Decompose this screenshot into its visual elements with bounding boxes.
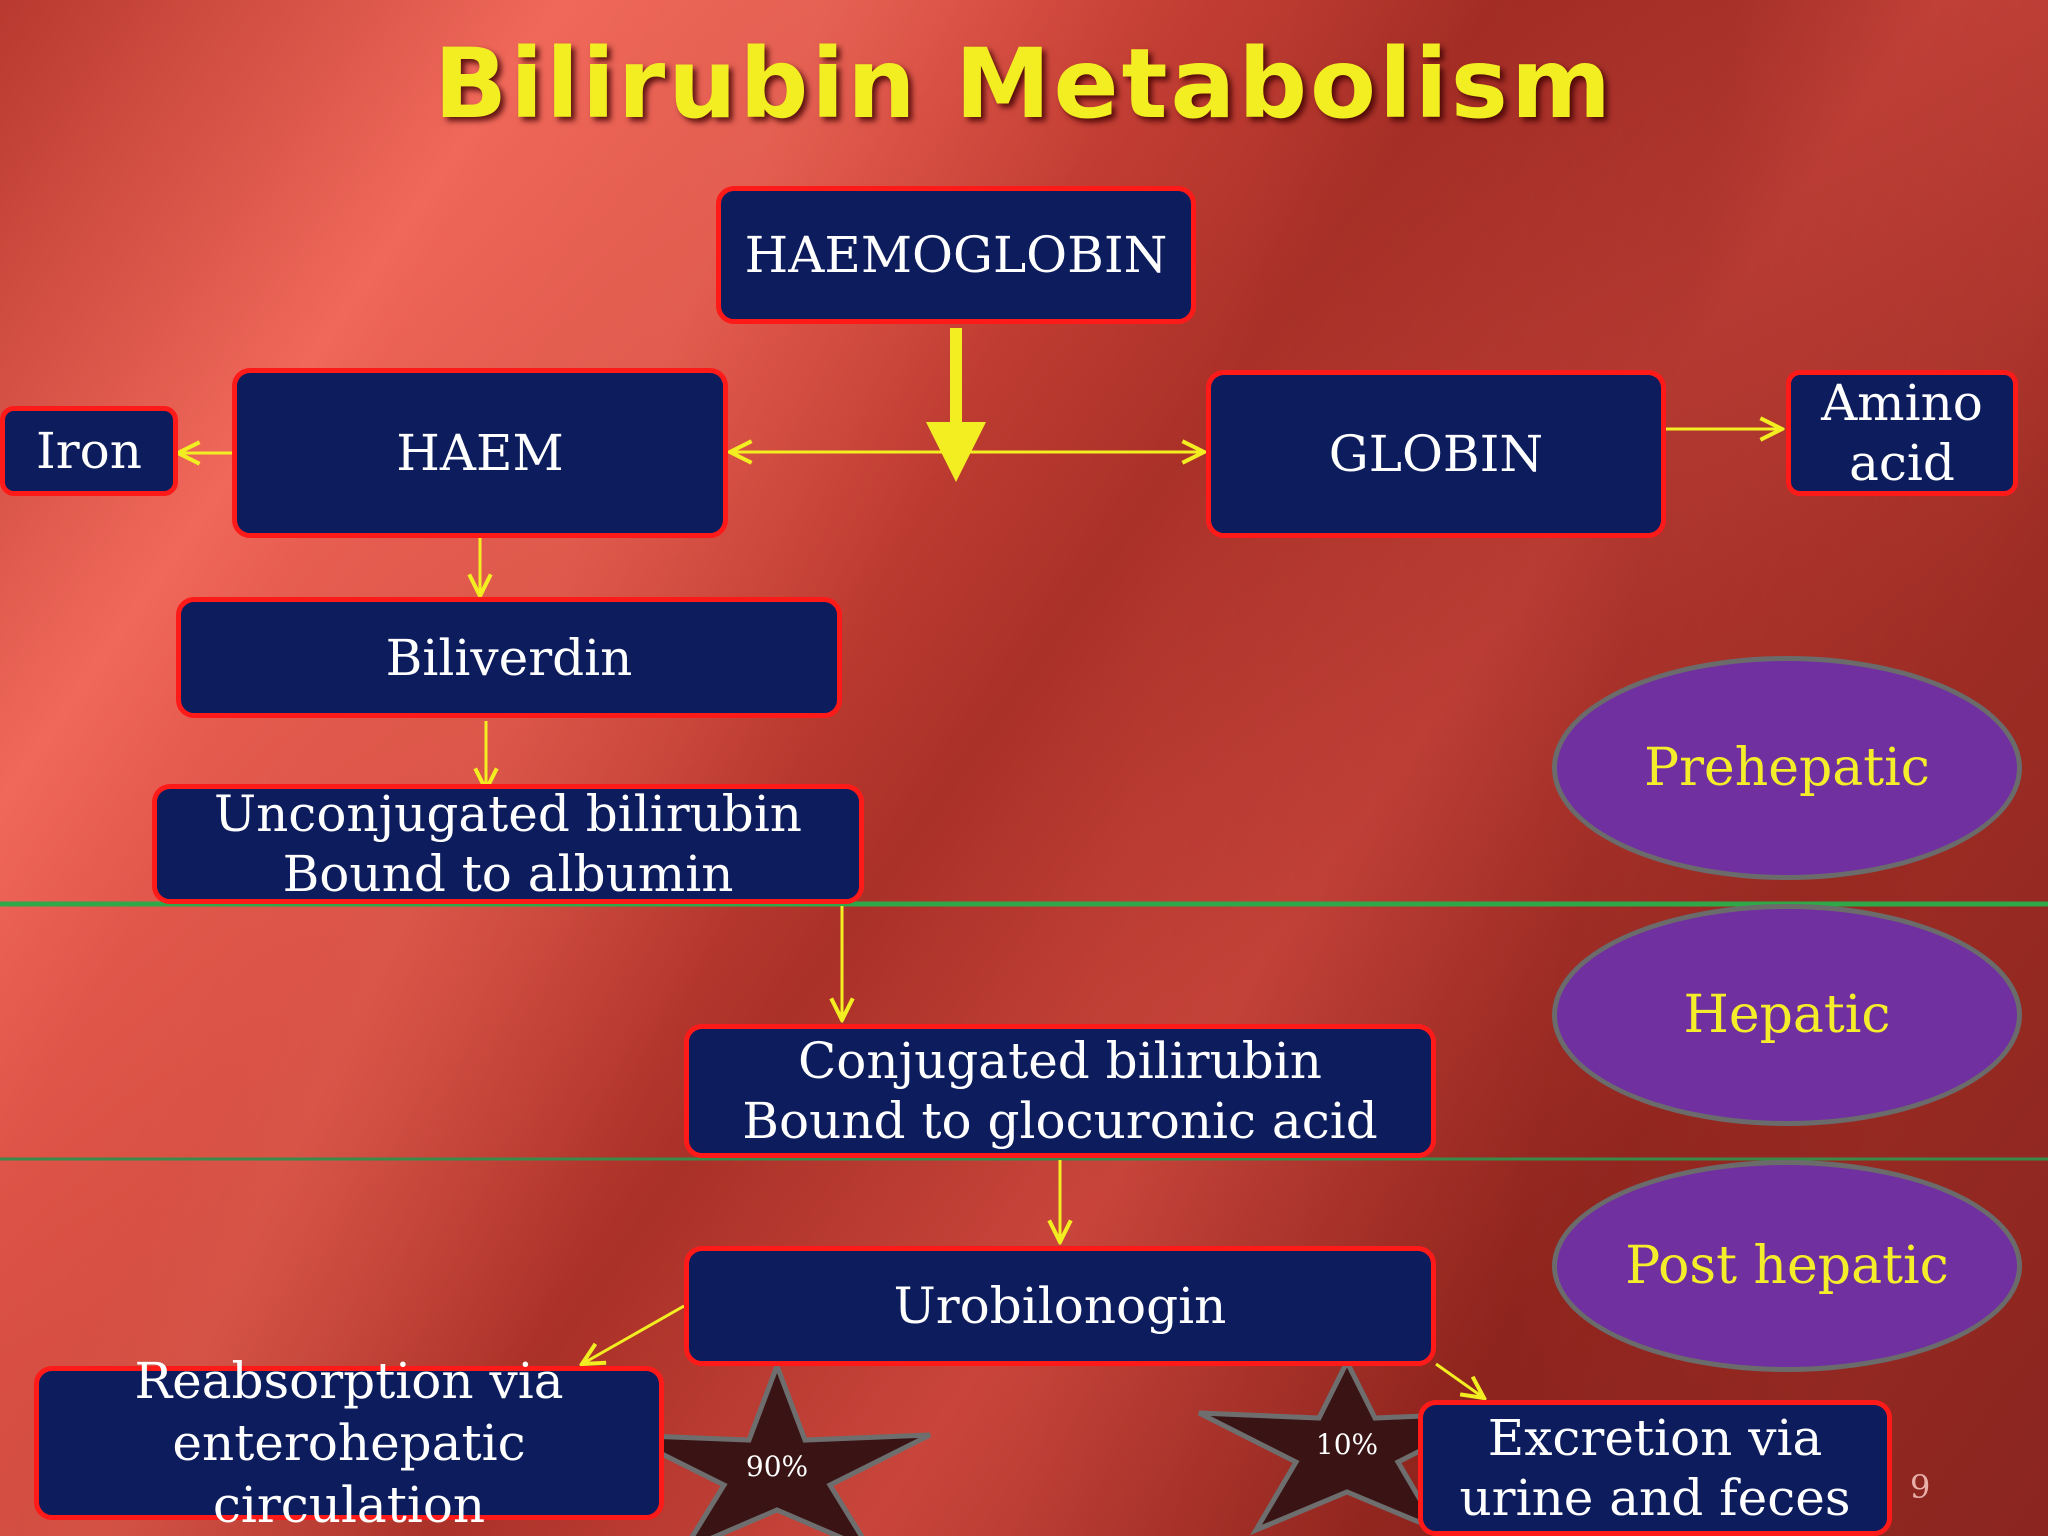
phase-hepatic: Hepatic: [1552, 904, 2022, 1126]
node-unconjugated-line1: Unconjugated bilirubin: [213, 785, 803, 843]
node-conjugated-line1: Conjugated bilirubin: [798, 1032, 1322, 1090]
page-number: 9: [1910, 1468, 1931, 1506]
phase-hepatic-label: Hepatic: [1683, 985, 1891, 1045]
node-globin: GLOBIN: [1206, 370, 1666, 538]
node-amino-acid-line1: Amino: [1821, 374, 1983, 432]
node-biliverdin: Biliverdin: [176, 597, 842, 718]
node-haemoglobin: HAEMOGLOBIN: [716, 186, 1196, 324]
star-90-percent: [622, 1358, 932, 1536]
arrow-urobilonogin-reabsorption: [582, 1304, 685, 1364]
node-amino-acid: Amino acid: [1786, 370, 2018, 496]
node-amino-acid-line2: acid: [1849, 434, 1955, 492]
node-conjugated-line2: Bound to glocuronic acid: [742, 1092, 1378, 1150]
phase-post-hepatic: Post hepatic: [1552, 1160, 2022, 1372]
node-unconjugated-bilirubin: Unconjugated bilirubin Bound to albumin: [152, 784, 864, 904]
phase-prehepatic-label: Prehepatic: [1644, 738, 1930, 798]
phase-post-hepatic-label: Post hepatic: [1625, 1236, 1949, 1296]
node-haemoglobin-label: HAEMOGLOBIN: [744, 226, 1168, 284]
node-urobilonogin-label: Urobilonogin: [893, 1277, 1227, 1335]
node-reabsorption: Reabsorption via enterohepatic circulati…: [34, 1352, 664, 1534]
node-reabsorption-line1: Reabsorption via: [134, 1352, 564, 1410]
node-excretion-line2: urine and feces: [1459, 1469, 1851, 1527]
slide-title: Bilirubin Metabolism: [434, 28, 1614, 140]
node-iron: Iron: [0, 406, 178, 496]
star-90-label: 90%: [745, 1450, 809, 1483]
arrow-urobilonogin-excretion: [1435, 1362, 1484, 1398]
node-excretion-line1: Excretion via: [1487, 1409, 1823, 1467]
node-biliverdin-label: Biliverdin: [385, 628, 633, 687]
node-conjugated-bilirubin: Conjugated bilirubin Bound to glocuronic…: [684, 1024, 1436, 1158]
star-10-label: 10%: [1315, 1428, 1379, 1461]
node-urobilonogin: Urobilonogin: [684, 1246, 1436, 1366]
node-haem-label: HAEM: [396, 424, 564, 482]
node-iron-label: Iron: [36, 422, 142, 480]
node-globin-label: GLOBIN: [1328, 425, 1544, 483]
node-reabsorption-line2: enterohepatic circulation: [172, 1414, 526, 1534]
node-haem: HAEM: [232, 368, 728, 538]
node-excretion: Excretion via urine and feces: [1418, 1400, 1892, 1536]
node-unconjugated-line2: Bound to albumin: [282, 845, 734, 903]
phase-prehepatic: Prehepatic: [1552, 656, 2022, 880]
